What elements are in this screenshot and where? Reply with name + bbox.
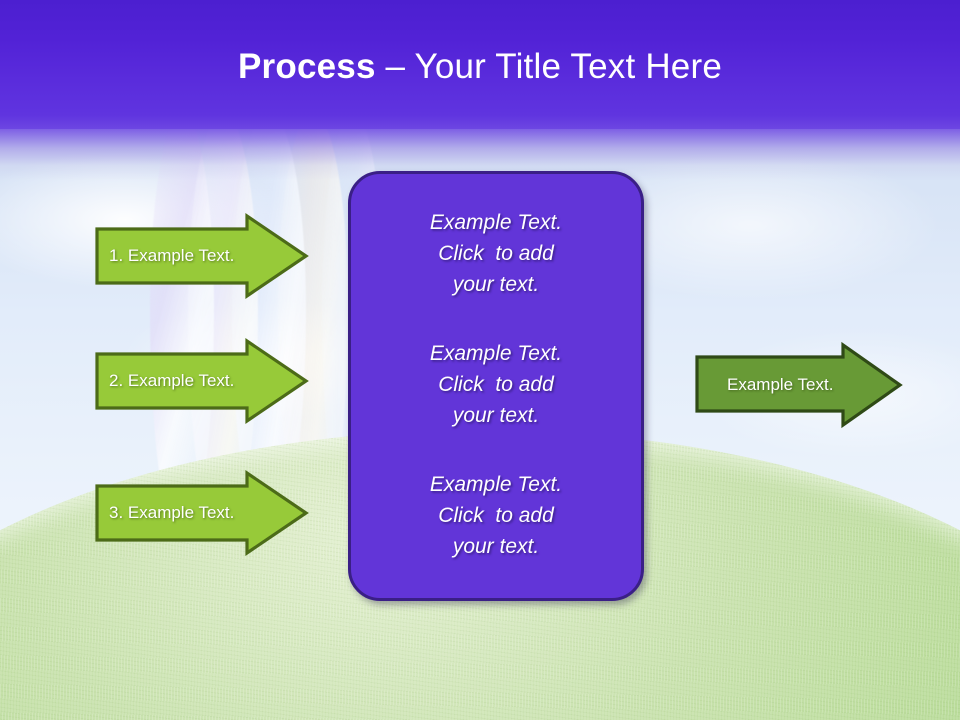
detail-paragraph-3-line-1: Example Text.: [429, 472, 563, 496]
detail-paragraph-2-line-2: Click to add: [438, 372, 554, 396]
process-result-arrow[interactable]: Example Text.: [695, 341, 903, 429]
detail-paragraph-1-line-3: your text.: [452, 272, 540, 296]
process-detail-box[interactable]: Example Text. Click to add your text. Ex…: [348, 171, 644, 601]
detail-paragraph-2-line-3: your text.: [452, 403, 540, 427]
detail-paragraph-3-line-2: Click to add: [438, 503, 554, 527]
page-title-bold: Process: [238, 47, 376, 86]
process-step-arrow-3[interactable]: 3. Example Text.: [95, 469, 309, 557]
process-step-arrow-2-label: 2. Example Text.: [109, 371, 235, 390]
detail-paragraph-1-line-1: Example Text.: [429, 210, 563, 234]
detail-paragraph-1: Example Text. Click to add your text.: [367, 207, 625, 300]
process-step-arrow-1-label: 1. Example Text.: [109, 246, 235, 265]
detail-paragraph-2: Example Text. Click to add your text.: [367, 338, 625, 431]
process-step-arrow-2[interactable]: 2. Example Text.: [95, 337, 309, 425]
page-title: Process – Your Title Text Here: [0, 46, 960, 88]
detail-paragraph-1-line-2: Click to add: [438, 241, 554, 265]
process-result-arrow-label: Example Text.: [727, 375, 834, 394]
detail-paragraph-2-line-1: Example Text.: [429, 341, 563, 365]
detail-paragraph-3-line-3: your text.: [452, 534, 540, 558]
title-banner: [0, 0, 960, 129]
detail-paragraph-3: Example Text. Click to add your text.: [367, 469, 625, 562]
page-title-rest: – Your Title Text Here: [375, 47, 722, 86]
process-step-arrow-1[interactable]: 1. Example Text.: [95, 212, 309, 300]
process-step-arrow-3-label: 3. Example Text.: [109, 503, 235, 522]
